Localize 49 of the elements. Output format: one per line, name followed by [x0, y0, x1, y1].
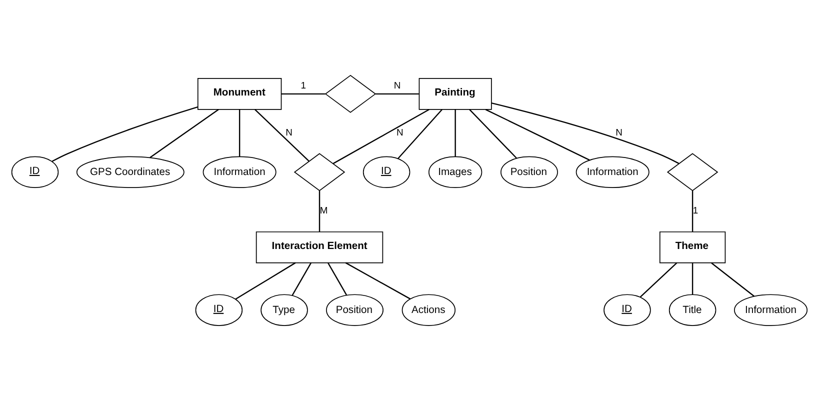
connector [485, 108, 590, 161]
node-ellipse: ID [604, 294, 651, 326]
connector [692, 262, 694, 295]
connector [345, 262, 411, 300]
connector [640, 262, 678, 298]
node-diamond [294, 153, 346, 192]
node-diamond [666, 153, 718, 192]
edge-label: M [320, 206, 328, 217]
node-ellipse: Position [500, 156, 558, 188]
node-box: Theme [659, 231, 726, 264]
node-box: Monument [197, 78, 282, 110]
edge-label: N [394, 80, 401, 92]
connector [235, 262, 296, 300]
node-ellipse: Information [576, 156, 650, 188]
node-box: Painting [418, 78, 492, 110]
edge-label: N [616, 127, 622, 138]
node-ellipse: Information [734, 294, 808, 326]
node-diamond [324, 74, 376, 113]
edge-label: 1 [692, 206, 698, 217]
node-ellipse: ID [362, 156, 410, 188]
connector [711, 262, 754, 297]
node-ellipse: Images [428, 156, 482, 188]
edge-label: N [396, 127, 404, 138]
node-ellipse: GPS Coordinates [76, 156, 184, 188]
connector [282, 93, 326, 95]
connector [328, 262, 348, 296]
node-ellipse: Position [326, 294, 384, 326]
node-ellipse: Actions [402, 294, 456, 326]
node-ellipse: ID [11, 156, 59, 188]
connector [254, 109, 310, 162]
connector [52, 106, 198, 162]
node-ellipse: ID [195, 294, 243, 326]
node-ellipse: Information [202, 156, 276, 188]
connector [376, 93, 419, 95]
connector [150, 109, 219, 158]
node-ellipse: Type [260, 294, 308, 326]
connector [332, 109, 430, 164]
connector [318, 190, 320, 232]
connector [692, 190, 694, 232]
node-box: Interaction Element [256, 231, 384, 264]
connector [454, 110, 456, 157]
connector [398, 109, 443, 159]
connector [238, 110, 240, 157]
edge-label: 1 [300, 80, 306, 92]
connector [469, 109, 517, 159]
connector [491, 102, 680, 164]
edge-label: N [286, 127, 292, 138]
node-ellipse: Title [668, 294, 716, 326]
connector [292, 262, 312, 296]
